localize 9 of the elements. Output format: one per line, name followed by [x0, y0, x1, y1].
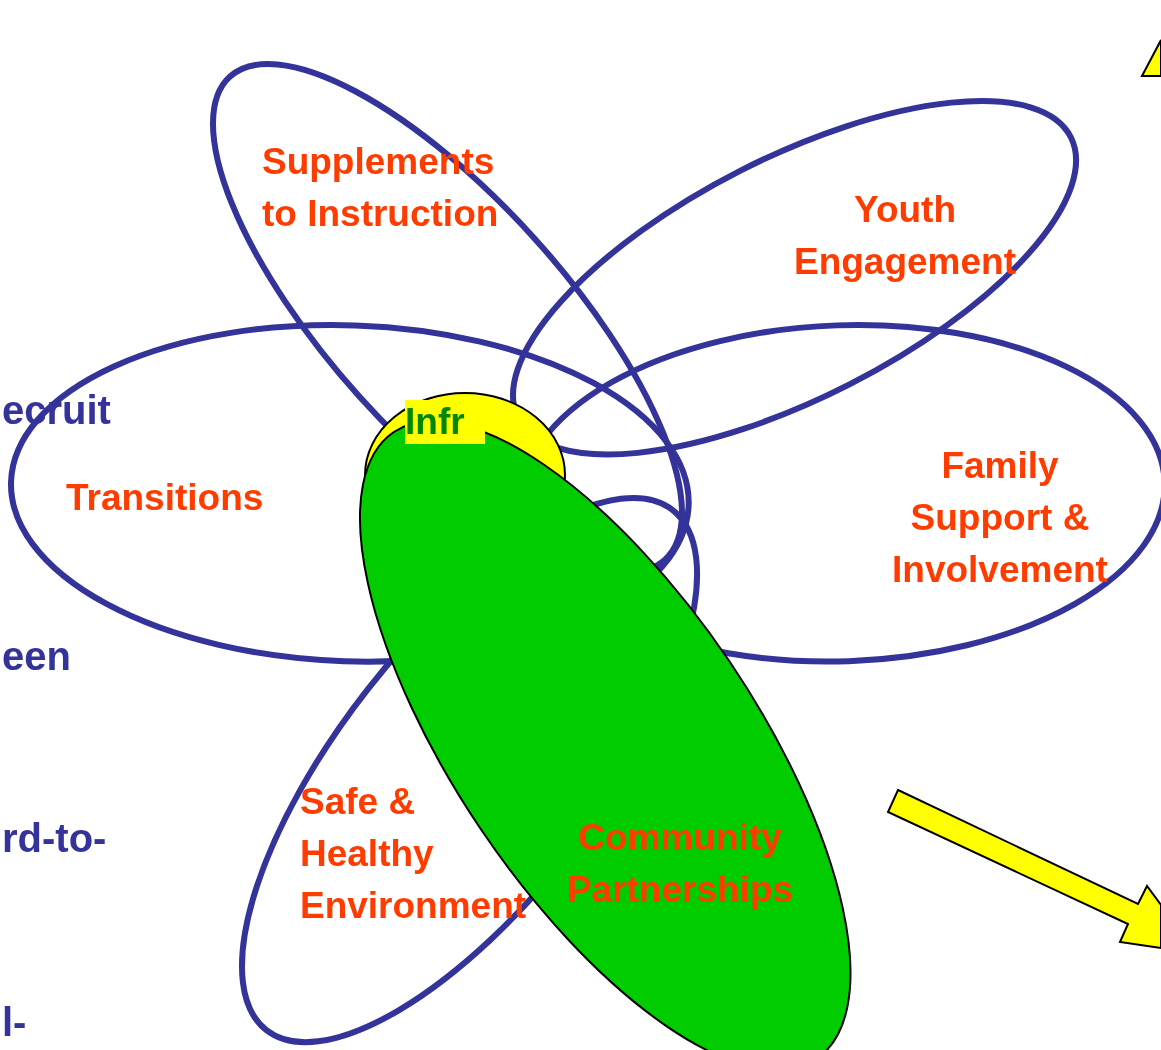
side-text: l- — [2, 1000, 27, 1045]
ellipse-label: Infr — [405, 400, 485, 444]
ellipse-label: Transitions — [66, 476, 265, 520]
ellipse-label: Safe & Healthy Environment — [300, 780, 528, 928]
ellipse-label: Family Support & Involvement — [891, 444, 1109, 592]
ellipse-label: Community Partnerships — [565, 816, 795, 912]
ellipse-label: Youth Engagement — [792, 188, 1017, 284]
side-text: rd-to- — [2, 816, 107, 861]
side-text: een — [2, 634, 71, 679]
